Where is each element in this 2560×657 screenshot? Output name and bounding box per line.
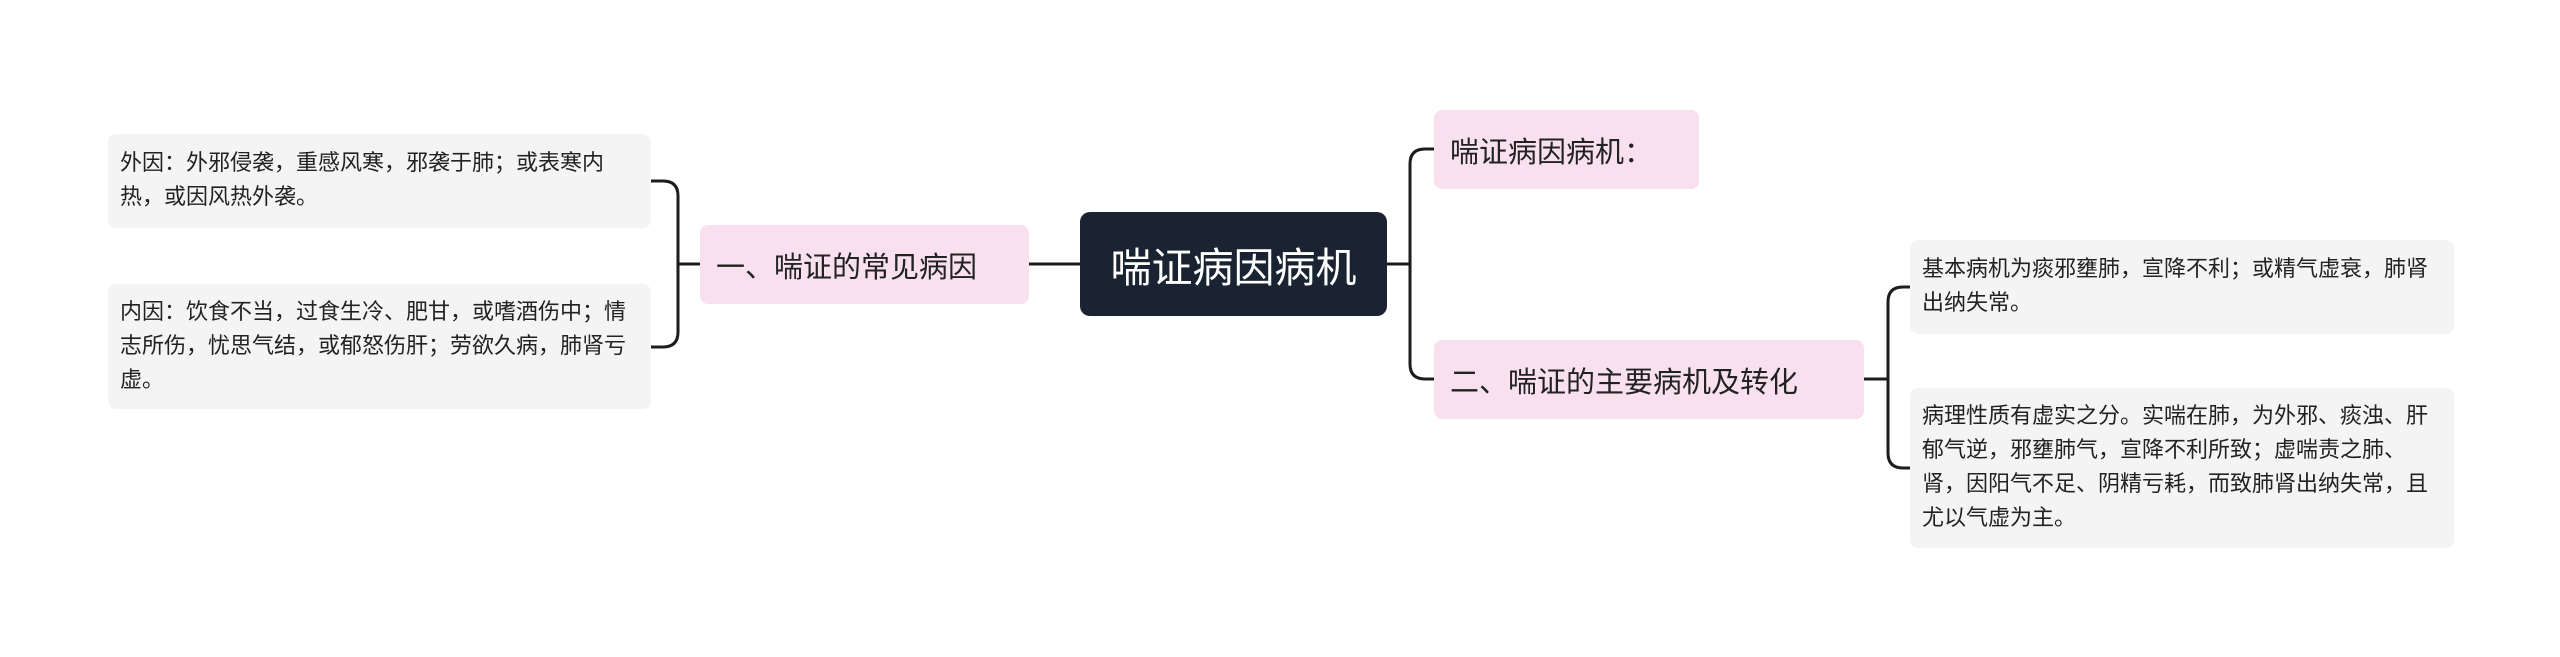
leaf-text: 病理性质有虚实之分。实喘在肺，为外邪、痰浊、肝郁气逆，邪壅肺气，宣降不利所致；虚… [1922,404,2429,531]
branch-label: 二、喘证的主要病机及转化 [1450,364,1799,399]
connector-right-branch-1 [1408,147,1436,266]
leaf-basic-pathogenesis[interactable]: 基本病机为痰邪壅肺，宣降不利；或精气虚衰，肺肾出纳失常。 [1910,240,2454,334]
connector-left-leaf-1 [649,179,680,266]
leaf-external-causes[interactable]: 外因：外邪侵袭，重感风寒，邪袭于肺；或表寒内热，或因风热外袭。 [108,134,651,228]
root-title: 喘证病因病机 [1110,244,1357,292]
leaf-text: 外因：外邪侵袭，重感风寒，邪袭于肺；或表寒内热，或因风热外袭。 [120,151,605,210]
branch-common-causes[interactable]: 一、喘证的常见病因 [700,225,1029,304]
connector-right-leaf-2 [1886,377,1912,470]
branch-main-pathogenesis[interactable]: 二、喘证的主要病机及转化 [1434,340,1864,419]
leaf-internal-causes[interactable]: 内因：饮食不当，过食生冷、肥甘，或嗜酒伤中；情志所伤，忧思气结，或郁怒伤肝；劳欲… [108,284,651,409]
connector-left-leaf-2 [649,262,680,349]
leaf-text: 基本病机为痰邪壅肺，宣降不利；或精气虚衰，肺肾出纳失常。 [1922,257,2429,316]
connector-right-branch-2 [1408,262,1436,381]
connector-right-leaf-1 [1886,285,1912,381]
branch-label: 一、喘证的常见病因 [716,249,978,284]
branch-label: 喘证病因病机： [1450,134,1654,169]
branch-etiology-pathogenesis[interactable]: 喘证病因病机： [1434,110,1699,189]
leaf-pathological-nature[interactable]: 病理性质有虚实之分。实喘在肺，为外邪、痰浊、肝郁气逆，邪壅肺气，宣降不利所致；虚… [1910,388,2454,548]
leaf-text: 内因：饮食不当，过食生冷、肥甘，或嗜酒伤中；情志所伤，忧思气结，或郁怒伤肝；劳欲… [120,299,627,393]
root-node[interactable]: 喘证病因病机 [1080,212,1387,316]
